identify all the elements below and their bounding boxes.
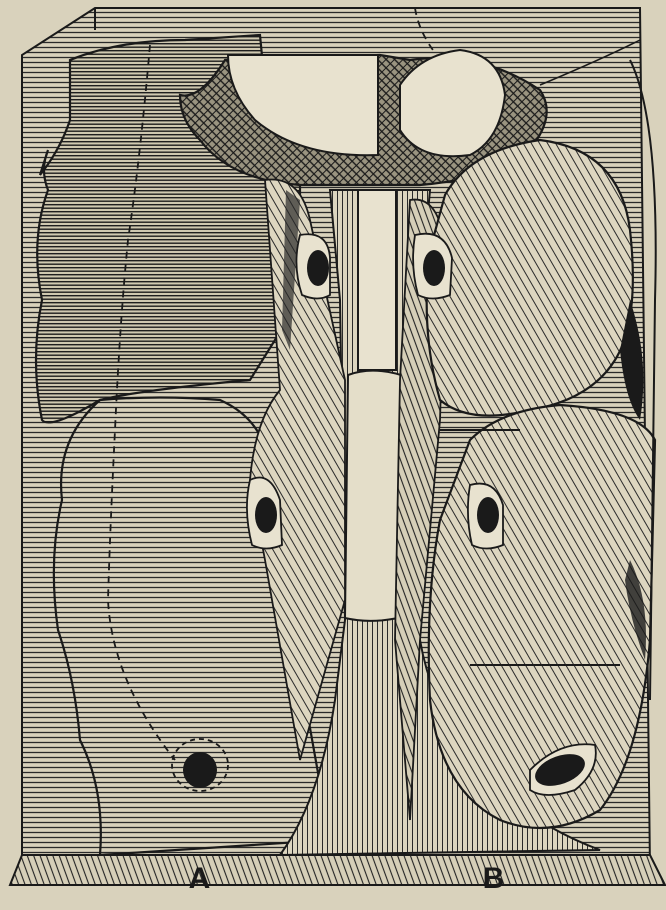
lobe-b-upper bbox=[427, 140, 633, 416]
figure-label-b: B bbox=[464, 862, 524, 896]
figure-label-a: A bbox=[170, 862, 230, 896]
duct-b-middle bbox=[468, 484, 503, 549]
duct-a-upper bbox=[296, 234, 330, 298]
duct-b-upper bbox=[413, 234, 452, 299]
